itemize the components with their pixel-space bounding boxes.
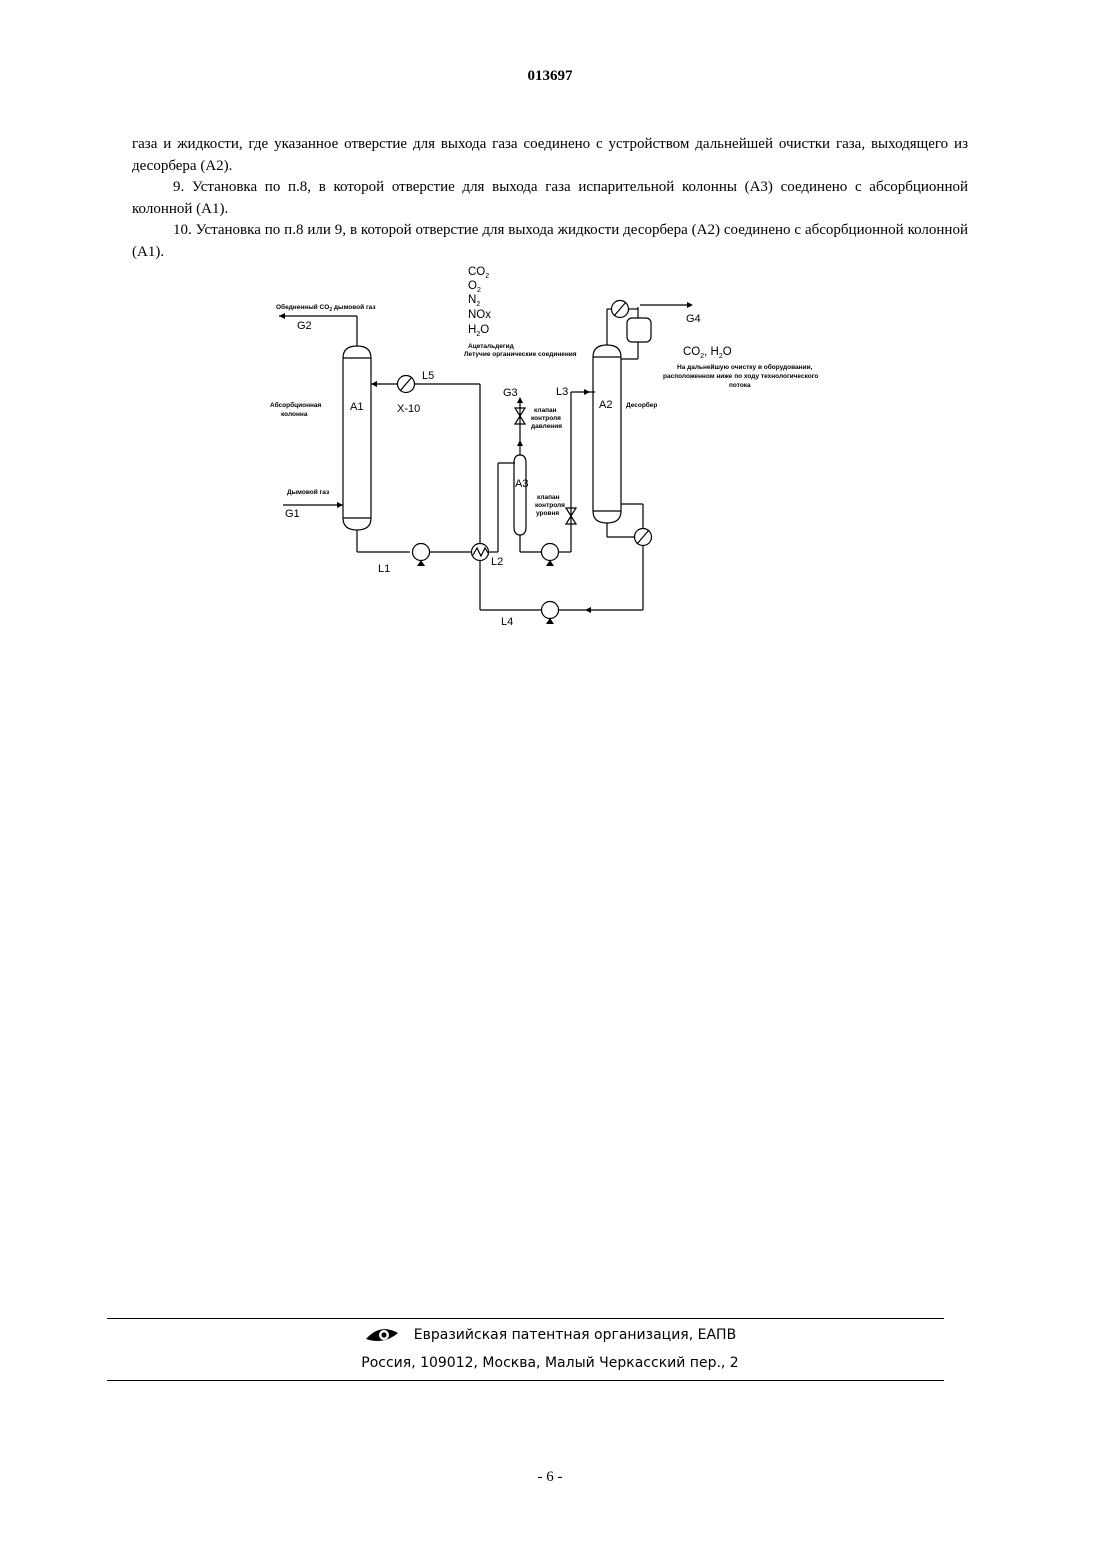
pump-l1 [413, 544, 430, 561]
desorber-column-a2 [593, 345, 621, 523]
svg-text:потока: потока [729, 382, 751, 389]
svg-text:CO2: CO2 [468, 266, 489, 280]
label-g2: G2 [297, 320, 312, 332]
svg-text:O2: O2 [468, 280, 481, 294]
svg-text:N2: N2 [468, 294, 480, 308]
svg-text:давления: давления [531, 423, 562, 430]
svg-text:контроля: контроля [535, 502, 565, 509]
g1-description: Дымовой газ [287, 488, 330, 496]
label-l1: L1 [378, 563, 390, 575]
absorber-column-a1 [343, 346, 371, 530]
footer-address: Россия, 109012, Москва, Малый Черкасский… [0, 1355, 1100, 1371]
svg-text:уровня: уровня [536, 510, 559, 517]
svg-text:колонна: колонна [281, 411, 308, 418]
label-a3: A3 [515, 478, 528, 490]
svg-text:клапан: клапан [534, 407, 557, 414]
pump-a3 [542, 544, 559, 561]
label-g1: G1 [285, 508, 300, 520]
pump-l4 [542, 602, 559, 619]
footer-divider-top [107, 1318, 944, 1319]
absorber-name: Абсорбционная [270, 401, 322, 409]
feed-gas-components: CO2 O2 N2 NOx H2O Ацетальдегид Летучие о… [464, 266, 577, 358]
svg-text:расположенном ниже по ходу тех: расположенном ниже по ходу технологическ… [663, 373, 818, 380]
svg-text:NOx: NOx [468, 309, 491, 321]
eapo-logo-icon [364, 1325, 400, 1345]
label-a2: A2 [599, 399, 612, 411]
label-g3: G3 [503, 387, 518, 399]
desorber-name: Десорбер [626, 401, 657, 409]
label-g4: G4 [686, 313, 701, 325]
svg-text:На дальнейшую очистку в оборуд: На дальнейшую очистку в оборудовании, [677, 363, 813, 371]
flash-column-a3 [514, 455, 526, 535]
page-number: - 6 - [0, 1469, 1100, 1486]
g2-description: Обедненный CO2 дымовой газ [276, 303, 376, 313]
g4-gases: CO2, H2O [683, 346, 732, 360]
footer-divider-bottom [107, 1380, 944, 1381]
label-l4: L4 [501, 616, 513, 628]
svg-text:Летучие органические соединени: Летучие органические соединения [464, 351, 577, 358]
label-l2: L2 [491, 556, 503, 568]
svg-text:H2O: H2O [468, 324, 489, 338]
process-flow-diagram: CO2 O2 N2 NOx H2O Ацетальдегид Летучие о… [0, 0, 1100, 660]
svg-text:клапан: клапан [537, 494, 560, 501]
svg-text:контроля: контроля [531, 415, 561, 422]
svg-text:Ацетальдегид: Ацетальдегид [468, 343, 514, 350]
label-l3: L3 [556, 386, 568, 398]
footer-organization: Евразийская патентная организация, ЕАПВ [0, 1325, 1100, 1345]
label-l5: L5 [422, 370, 434, 382]
label-a1: A1 [350, 401, 363, 413]
reflux-drum [627, 318, 651, 342]
label-x10: X-10 [397, 403, 420, 415]
